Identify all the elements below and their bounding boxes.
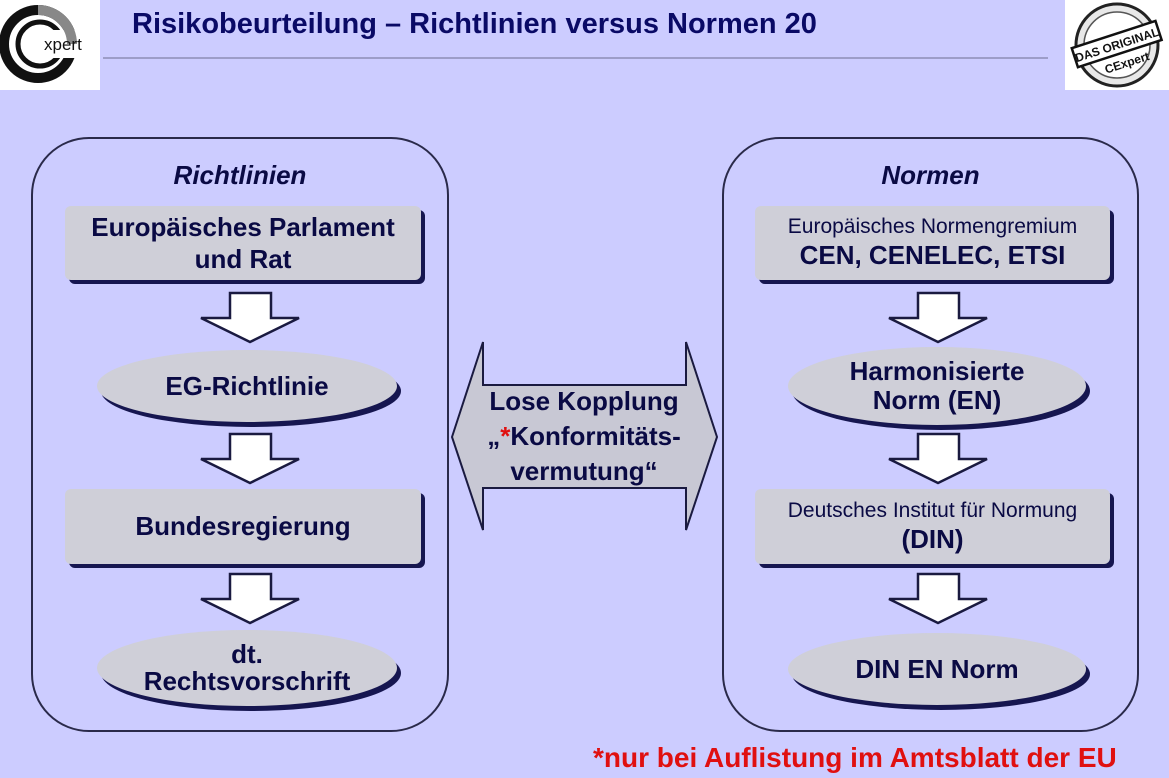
step-label: EG-Richtlinie [165, 370, 329, 401]
down-arrow-icon [200, 572, 300, 625]
double-arrow-icon [450, 341, 719, 531]
step-label: (DIN) [901, 523, 964, 554]
step-label: CEN, CENELEC, ETSI [799, 240, 1066, 271]
coupling-label: Lose Kopplung „*Konformitäts- vermutung“ [458, 384, 710, 489]
coupling-line: „*Konformitäts- [487, 421, 681, 452]
step-din: Deutsches Institut für Normung (DIN) [755, 489, 1110, 564]
step-label: Europäisches Parlament [91, 211, 395, 242]
step-eg-richtlinie: EG-Richtlinie [97, 350, 397, 422]
richtlinien-panel [31, 137, 449, 732]
svg-text:xpert: xpert [44, 35, 82, 54]
down-arrow-icon [888, 432, 988, 485]
down-arrow-icon [200, 432, 300, 485]
cexpert-logo-icon: xpert [0, 5, 100, 83]
down-arrow-icon [888, 572, 988, 625]
coupling-line: Lose Kopplung [489, 386, 679, 416]
step-label: Europäisches Normengremium [787, 215, 1078, 239]
seal-icon: DAS ORIGINAL CExpert [1070, 2, 1164, 88]
panel-title-normen: Normen [881, 160, 980, 190]
title-divider [103, 57, 1048, 59]
coupling-line: vermutung“ [510, 456, 658, 487]
step-rechtsvorschrift: dt. Rechtsvorschrift [97, 630, 397, 706]
step-label: Bundesregierung [135, 511, 351, 542]
step-label: Rechtsvorschrift [143, 666, 351, 696]
page-title: Risikobeurteilung – Richtlinien versus N… [132, 8, 817, 40]
down-arrow-icon [888, 291, 988, 344]
step-parlament: Europäisches Parlament und Rat [65, 206, 421, 280]
down-arrow-icon [200, 291, 300, 344]
das-original-seal: DAS ORIGINAL CExpert [1065, 0, 1169, 90]
step-label: DIN EN Norm [855, 653, 1019, 684]
step-label: dt. [231, 638, 263, 669]
step-bundesregierung: Bundesregierung [65, 489, 421, 564]
normen-panel [722, 137, 1139, 732]
step-label: Norm (EN) [872, 385, 1002, 415]
cexpert-logo-left: xpert [0, 0, 100, 90]
panel-title-richtlinien: Richtlinien [173, 160, 307, 190]
footnote-marker: * [500, 421, 511, 452]
footnote: *nur bei Auflistung im Amtsblatt der EU [593, 742, 1117, 773]
step-label: Deutsches Institut für Normung [787, 498, 1078, 522]
step-label: und Rat [194, 244, 292, 274]
step-harmonisierte-norm: Harmonisierte Norm (EN) [788, 347, 1086, 425]
step-din-en-norm: DIN EN Norm [788, 633, 1086, 705]
step-normengremium: Europäisches Normengremium CEN, CENELEC,… [755, 206, 1110, 280]
step-label: Harmonisierte [849, 356, 1025, 387]
